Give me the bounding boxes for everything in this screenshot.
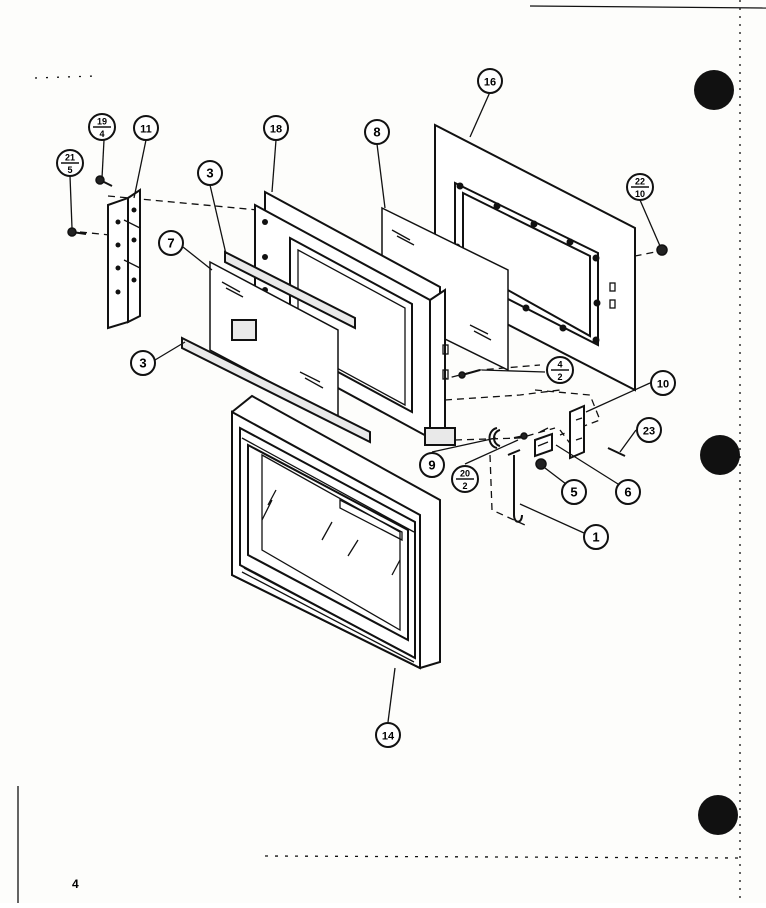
- callout-c10: 10: [650, 370, 676, 396]
- fraction-callout-f20: 202: [451, 465, 479, 493]
- part-3-upper-trim: [224, 250, 356, 330]
- binder-hole-bottom: [698, 795, 738, 835]
- callout-label: 8: [373, 125, 380, 140]
- binder-holes: [694, 70, 740, 835]
- callout-label: 1: [592, 530, 599, 545]
- part-10-hinge: [569, 404, 585, 460]
- callout-c11: 11: [133, 115, 159, 141]
- part-3-lower-trim: [181, 336, 371, 444]
- screw-22: [656, 244, 668, 256]
- screw-4: [458, 369, 481, 379]
- binder-hole-top: [694, 70, 734, 110]
- fraction-top: 4: [557, 360, 562, 370]
- part-6-latch-plate: [537, 427, 549, 447]
- fraction-bottom: 4: [99, 129, 104, 139]
- callout-c7: 7: [158, 230, 184, 256]
- fraction-top: 20: [460, 469, 470, 479]
- callout-label: 11: [140, 124, 152, 136]
- screw-19: [95, 175, 113, 187]
- screws: [67, 175, 668, 457]
- callout-c8: 8: [364, 119, 390, 145]
- part-1-latch-hook: [507, 449, 523, 523]
- callout-label: 10: [657, 379, 669, 391]
- fraction-bottom: 2: [557, 372, 562, 382]
- scan-edge-marks: [17, 0, 766, 903]
- fraction-bottom: 10: [635, 189, 645, 199]
- callout-c14: 14: [375, 722, 401, 748]
- callout-c3b: 3: [130, 350, 156, 376]
- callout-c9: 9: [419, 452, 445, 478]
- fraction-callout-f21: 215: [56, 149, 84, 177]
- page-number: 4: [72, 877, 79, 891]
- part-5-latch-body: [534, 432, 553, 470]
- callout-label: 6: [624, 485, 631, 500]
- callout-c16: 16: [477, 68, 503, 94]
- fraction-callout-f19: 194: [88, 113, 116, 141]
- callout-label: 7: [167, 236, 174, 251]
- callout-label: 23: [643, 426, 655, 438]
- callout-label: 3: [139, 356, 146, 371]
- callout-label: 16: [484, 77, 496, 89]
- callout-label: 9: [428, 458, 435, 473]
- part-11-hinge-bracket: [107, 188, 141, 330]
- callout-c5: 5: [561, 479, 587, 505]
- callout-c23: 23: [636, 417, 662, 443]
- fraction-bottom: 2: [462, 481, 467, 491]
- part-20-screw: [513, 432, 528, 440]
- binder-hole-middle: [700, 435, 740, 475]
- fraction-top: 22: [635, 177, 645, 187]
- callout-label: 14: [382, 731, 395, 743]
- leader-lines: [69, 91, 661, 723]
- callout-c6: 6: [615, 479, 641, 505]
- part-14-outer-door: [231, 394, 441, 670]
- callout-label: 3: [206, 166, 213, 181]
- pin-23: [607, 447, 626, 457]
- callout-label: 5: [570, 485, 577, 500]
- fraction-top: 21: [65, 153, 75, 163]
- callout-c1: 1: [583, 524, 609, 550]
- callout-c18: 18: [263, 115, 289, 141]
- fraction-top: 19: [97, 117, 107, 127]
- fraction-bottom: 5: [67, 165, 72, 175]
- callout-label: 18: [270, 124, 282, 136]
- fraction-callout-f4: 42: [546, 356, 574, 384]
- callout-c3a: 3: [197, 160, 223, 186]
